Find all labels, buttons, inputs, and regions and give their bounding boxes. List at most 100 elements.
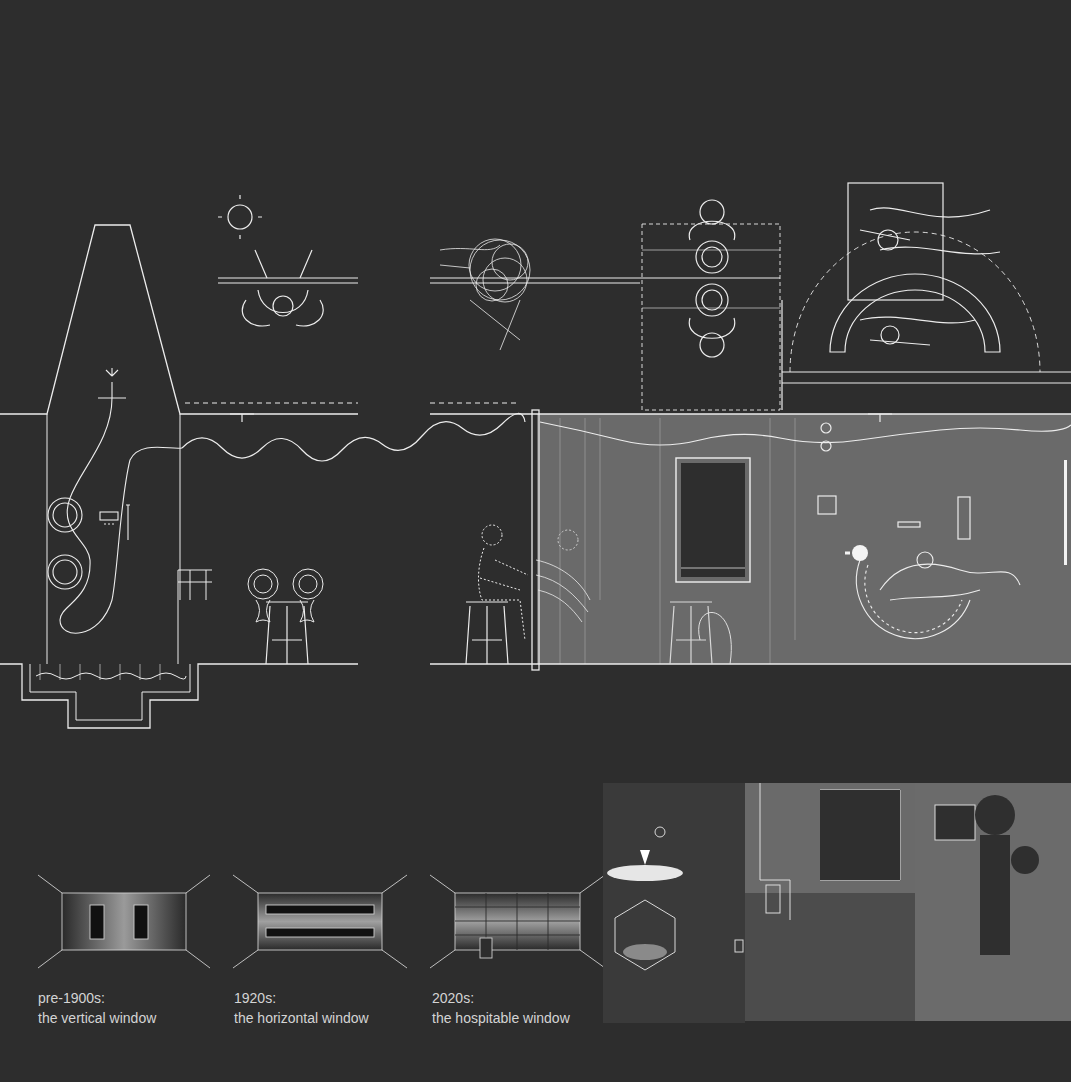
window-type-icons	[90, 905, 104, 939]
stools	[466, 602, 508, 664]
caption-line: the vertical window	[38, 1008, 156, 1028]
window-type-icons	[233, 875, 407, 968]
window-type-icons	[38, 875, 210, 968]
section-lines	[185, 403, 520, 404]
plan-view	[702, 290, 722, 310]
shower-fixture	[48, 555, 82, 589]
section-lines	[430, 663, 1071, 664]
photo-collage	[603, 783, 745, 1023]
plan-view	[860, 208, 1000, 254]
light-bar	[1064, 460, 1067, 565]
grey-interior	[560, 418, 795, 664]
photo-collage	[760, 783, 900, 920]
lamp-stem	[845, 552, 850, 555]
plan-view	[469, 239, 521, 291]
photo-collage	[745, 783, 915, 893]
window-type-icons	[480, 938, 492, 958]
lounge-chair	[856, 560, 970, 639]
wavy-pipe	[898, 522, 920, 527]
window-type-icons	[455, 893, 580, 950]
photo-collage	[735, 940, 743, 952]
plan-view	[476, 269, 508, 301]
floating-heads	[256, 600, 314, 622]
lounge-chair	[917, 552, 933, 568]
section-lines	[30, 664, 190, 720]
plan-view	[689, 221, 734, 338]
plan-view	[483, 258, 527, 302]
plan-view	[218, 183, 1071, 410]
plan-view	[642, 250, 780, 308]
photo-collage	[975, 795, 1015, 835]
floating-heads	[299, 575, 317, 593]
shower-fixture	[104, 523, 114, 524]
shower-fixture	[60, 398, 182, 633]
lounge-chair	[880, 564, 1020, 600]
plan-view	[881, 326, 899, 344]
era-caption: 1920s: the horizontal window	[234, 988, 369, 1028]
section-lines	[40, 664, 160, 680]
interior-window	[681, 568, 745, 569]
section-lines	[178, 570, 212, 664]
plan-view	[470, 240, 530, 300]
plan-view	[440, 239, 530, 350]
plan-view	[218, 278, 358, 283]
floating-heads	[293, 569, 323, 599]
plan-view	[242, 250, 323, 326]
section-lines	[430, 413, 1071, 414]
photo-collage	[745, 783, 1071, 1021]
stools	[670, 602, 712, 664]
plan-view	[702, 247, 722, 267]
wavy-pipe	[182, 413, 1071, 539]
caption-line: the hospitable window	[432, 1008, 570, 1028]
photo-collage	[1011, 846, 1039, 874]
interior-window	[681, 463, 745, 577]
wavy-pipe	[182, 413, 525, 461]
plan-view	[492, 244, 528, 280]
lounge-chair	[856, 552, 1020, 639]
stools	[266, 602, 712, 664]
photo-collage	[623, 944, 667, 960]
photo-collage	[935, 805, 975, 840]
lamp-dot	[852, 545, 868, 561]
caption-line: 1920s:	[234, 988, 369, 1008]
seated-figure	[558, 530, 578, 550]
photo-collage	[655, 827, 665, 837]
shower-fixture	[48, 368, 182, 633]
reaching-figure	[536, 560, 590, 622]
window-type-icons	[38, 875, 605, 968]
photo-collage	[915, 783, 1071, 1021]
plan-view	[696, 241, 728, 273]
window-type-icons	[62, 893, 186, 950]
window-type-icons	[455, 893, 580, 950]
shower-fixture	[126, 505, 130, 540]
plan-view	[642, 224, 780, 410]
photo-collage	[820, 790, 900, 880]
stools	[266, 602, 308, 664]
interior-window	[676, 458, 750, 664]
plan-view	[782, 300, 1071, 410]
window-type-icons	[266, 928, 374, 937]
interior-window	[699, 612, 732, 664]
plan-view	[878, 230, 898, 250]
caption-line: the horizontal window	[234, 1008, 369, 1028]
floating-heads	[254, 575, 272, 593]
floating-heads	[248, 569, 323, 622]
section-lines	[47, 414, 180, 664]
plan-view	[860, 317, 975, 345]
wavy-pipe	[540, 422, 1071, 445]
window-type-icons	[266, 905, 374, 914]
shower-fixture	[53, 560, 77, 584]
plan-view	[440, 245, 520, 350]
photo-collage	[766, 885, 780, 913]
shower-fixture	[48, 498, 82, 532]
shower-fixture	[53, 503, 77, 527]
photo-collage	[603, 783, 1071, 1023]
grey-interior	[537, 414, 1071, 664]
window-type-icons	[258, 893, 382, 950]
photo-collage	[980, 835, 1010, 955]
section-lines	[36, 673, 186, 679]
wavy-pipe	[821, 441, 831, 451]
window-type-icons	[134, 905, 148, 939]
